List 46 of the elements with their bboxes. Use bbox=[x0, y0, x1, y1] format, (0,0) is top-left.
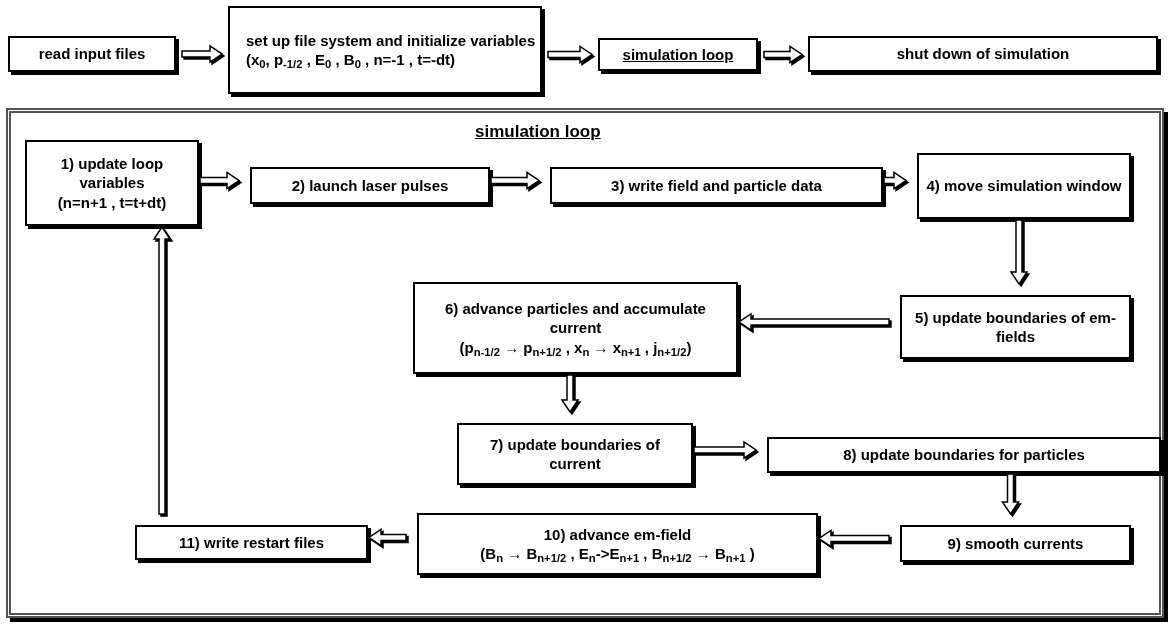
step-label: 11) write restart files bbox=[178, 532, 325, 553]
step-label: 4) move simulation window bbox=[926, 176, 1122, 196]
process-box bbox=[417, 513, 818, 575]
block-arrow bbox=[737, 312, 890, 332]
step-label: 3) write field and particle data bbox=[611, 175, 822, 196]
process-box bbox=[135, 525, 368, 560]
step-label: 1) update loop variables bbox=[59, 153, 165, 193]
frame-title: simulation loop bbox=[475, 121, 601, 143]
process-box bbox=[25, 140, 199, 226]
block-arrow bbox=[199, 171, 241, 190]
process-box bbox=[8, 36, 176, 72]
step-label: 2) launch laser pulses bbox=[291, 175, 449, 196]
process-box bbox=[228, 6, 542, 94]
block-arrow bbox=[817, 529, 890, 548]
block-arrow bbox=[560, 374, 580, 414]
process-box bbox=[550, 167, 883, 204]
step-label: shut down of simulation bbox=[896, 44, 1070, 64]
step-label: 9) smooth currents bbox=[947, 533, 1084, 554]
process-box bbox=[917, 153, 1131, 219]
block-arrow bbox=[693, 440, 758, 460]
step-label: set up file system and initialize variables bbox=[245, 30, 536, 50]
formula-text: (x$_{0}$, p$_{-1/2}$ , E$_{0}$ , B$_{0}$ , n=-1 , t=-dt) bbox=[245, 50, 456, 70]
step-label: read input files bbox=[38, 44, 146, 64]
step-label: simulation loop bbox=[622, 44, 734, 65]
process-box bbox=[250, 167, 490, 204]
process-box bbox=[900, 295, 1131, 359]
process-box bbox=[808, 36, 1158, 72]
block-arrow bbox=[1001, 473, 1020, 516]
process-box bbox=[900, 525, 1131, 562]
formula-text: (n=n+1 , t=t+dt) bbox=[57, 192, 167, 213]
process-box bbox=[457, 423, 693, 485]
step-label: 7) update boundaries of current bbox=[489, 434, 661, 474]
block-arrow bbox=[152, 225, 172, 515]
block-arrow bbox=[883, 171, 908, 190]
step-label: 10) advance em-field bbox=[543, 524, 692, 544]
process-box bbox=[767, 437, 1161, 473]
block-arrow bbox=[490, 171, 541, 190]
step-label: 8) update boundaries for particles bbox=[843, 445, 1085, 465]
step-label: 5) update boundaries of em-fields bbox=[914, 307, 1117, 347]
block-arrow bbox=[367, 528, 407, 547]
formula-text: (B$_{n}$ → B$_{n+1/2}$ , E$_{n}$->E$_{n+1}$ , B$_{n+1/2}$ → B$_{n+1}$ ) bbox=[480, 544, 755, 564]
process-box bbox=[598, 38, 758, 71]
block-arrow bbox=[1009, 219, 1029, 286]
formula-text: (p$_{n-1/2}$ → p$_{n+1/2}$ , x$_{n}$ → x$_{n+1}$ , j$_{n+1/2}$) bbox=[459, 337, 692, 358]
process-box bbox=[413, 282, 738, 374]
step-label: 6) advance particles and accumulate current bbox=[444, 298, 707, 338]
